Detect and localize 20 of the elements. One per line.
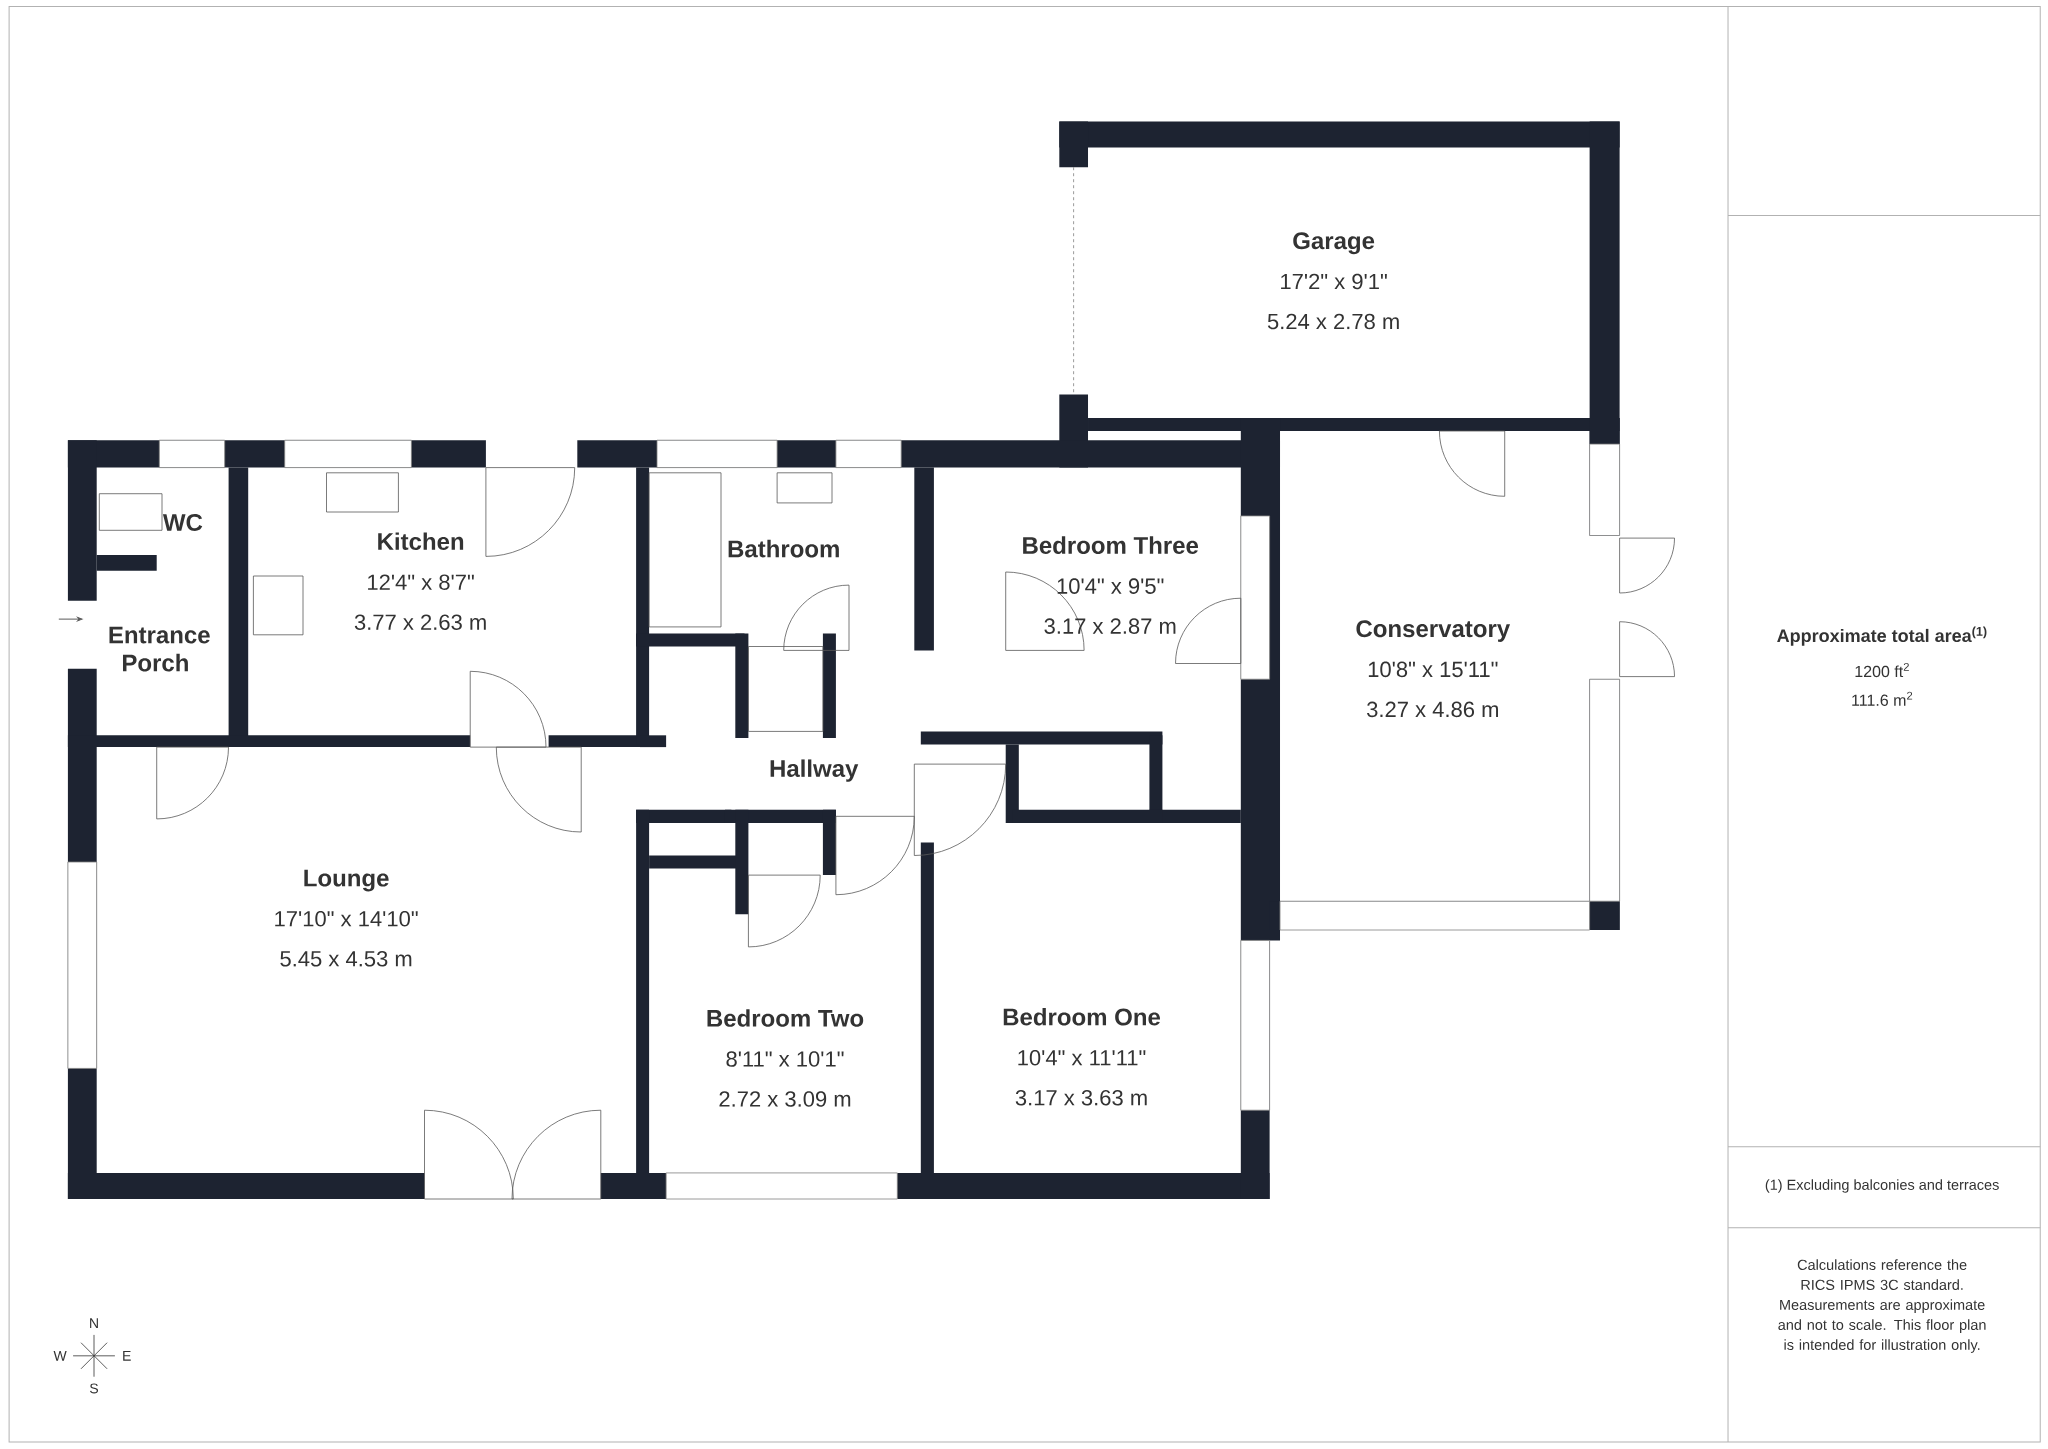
room-label: Entrance Porch xyxy=(109,626,210,672)
room-label: Kitchen 12'4" x 8'7" 3.77 x 2.63 m xyxy=(354,532,486,630)
room-label: WC xyxy=(162,513,203,531)
room-label: Lounge 17'10" x 14'10" 5.45 x 4.53 m xyxy=(275,869,418,967)
compass-letter: W xyxy=(53,1351,67,1361)
disclaimer-note: Calculations reference the RICS IPMS 3C standard. Measurements are approximate and not to scale. This floor plan is intended for illustration only. xyxy=(1778,1259,1986,1353)
room-label: Hallway xyxy=(770,759,859,782)
area-value: 111.6 m$^{2}$ xyxy=(1852,691,1913,706)
area-value: 1200 ft$^{2}$ xyxy=(1855,662,1909,678)
compass-letter: E xyxy=(123,1351,131,1361)
room-label: Bedroom Three 10'4" x 9'5" 3.17 x 2.87 m xyxy=(1023,536,1199,634)
compass-letter: S xyxy=(90,1383,99,1394)
compass-letter: N xyxy=(90,1318,98,1328)
footnote: (1) Excluding balconies and terraces xyxy=(1765,1179,1999,1193)
room-label: Bedroom Two 8'11" x 10'1" 2.72 x 3.09 m xyxy=(707,1009,864,1107)
room-label: Conservatory 10'8" x 15'11" 3.27 x 4.86 m xyxy=(1356,620,1511,718)
room-label: Garage 17'2" x 9'1" 5.24 x 2.78 m xyxy=(1267,232,1399,330)
area-heading: Approximate total area$^{(1)}$ xyxy=(1777,626,1987,646)
room-label: Bathroom xyxy=(728,539,839,558)
room-label: Bedroom One 10'4" x 11'11" 3.17 x 3.63 m xyxy=(1003,1007,1160,1106)
